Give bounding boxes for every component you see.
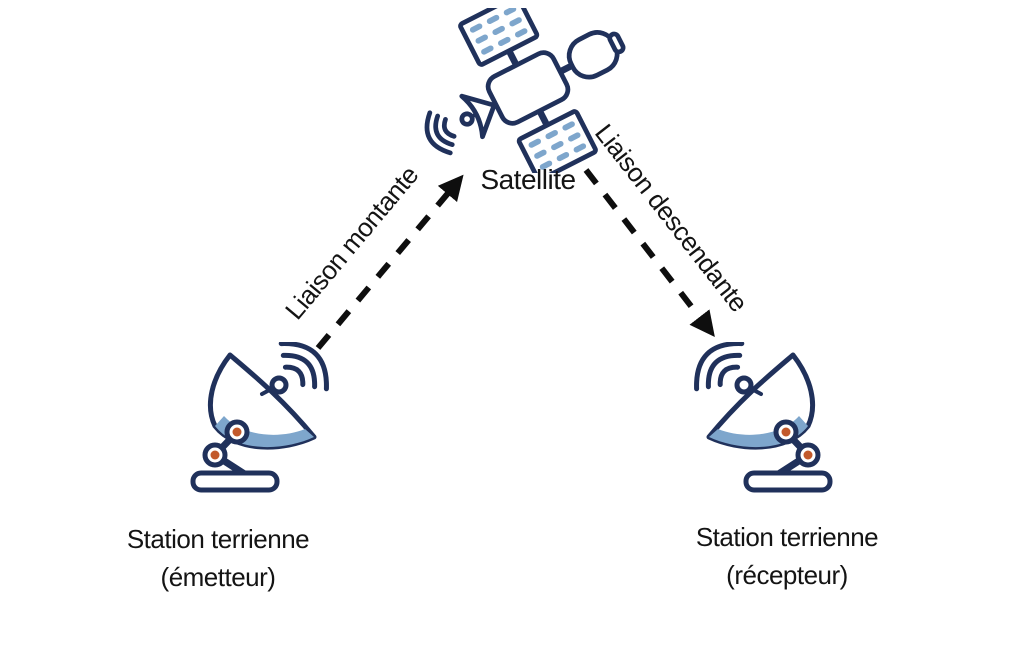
satellite-body (485, 50, 571, 126)
receiver-station-label: Station terrienne (récepteur) (657, 518, 917, 594)
signal-waves-icon (694, 342, 745, 392)
uplink-arrow (315, 174, 464, 350)
joint (773, 419, 821, 468)
station-name: Station terrienne (126, 524, 310, 554)
joint (202, 419, 250, 468)
station-role: (récepteur) (726, 560, 848, 590)
station-base (190, 470, 280, 493)
downlink-arrow (583, 168, 715, 337)
ground-station-receiver-icon (694, 342, 833, 493)
signal-waves-icon (278, 342, 329, 392)
solar-panel-icon (458, 8, 540, 67)
station-base (743, 470, 833, 493)
transmitter-station-label: Station terrienne (émetteur) (88, 520, 348, 596)
satellite-label: Satellite (480, 164, 576, 195)
ground-station-icon (190, 342, 329, 493)
solar-panel-icon (516, 109, 598, 173)
satellite-icon (424, 8, 626, 173)
station-role: (émetteur) (160, 562, 276, 592)
satellite-signal-waves-icon (424, 110, 457, 156)
station-name: Station terrienne (695, 522, 879, 552)
satellite-dish-icon (459, 93, 497, 140)
ground-station-transmitter-icon (190, 342, 329, 493)
ground-station-icon (694, 342, 833, 493)
